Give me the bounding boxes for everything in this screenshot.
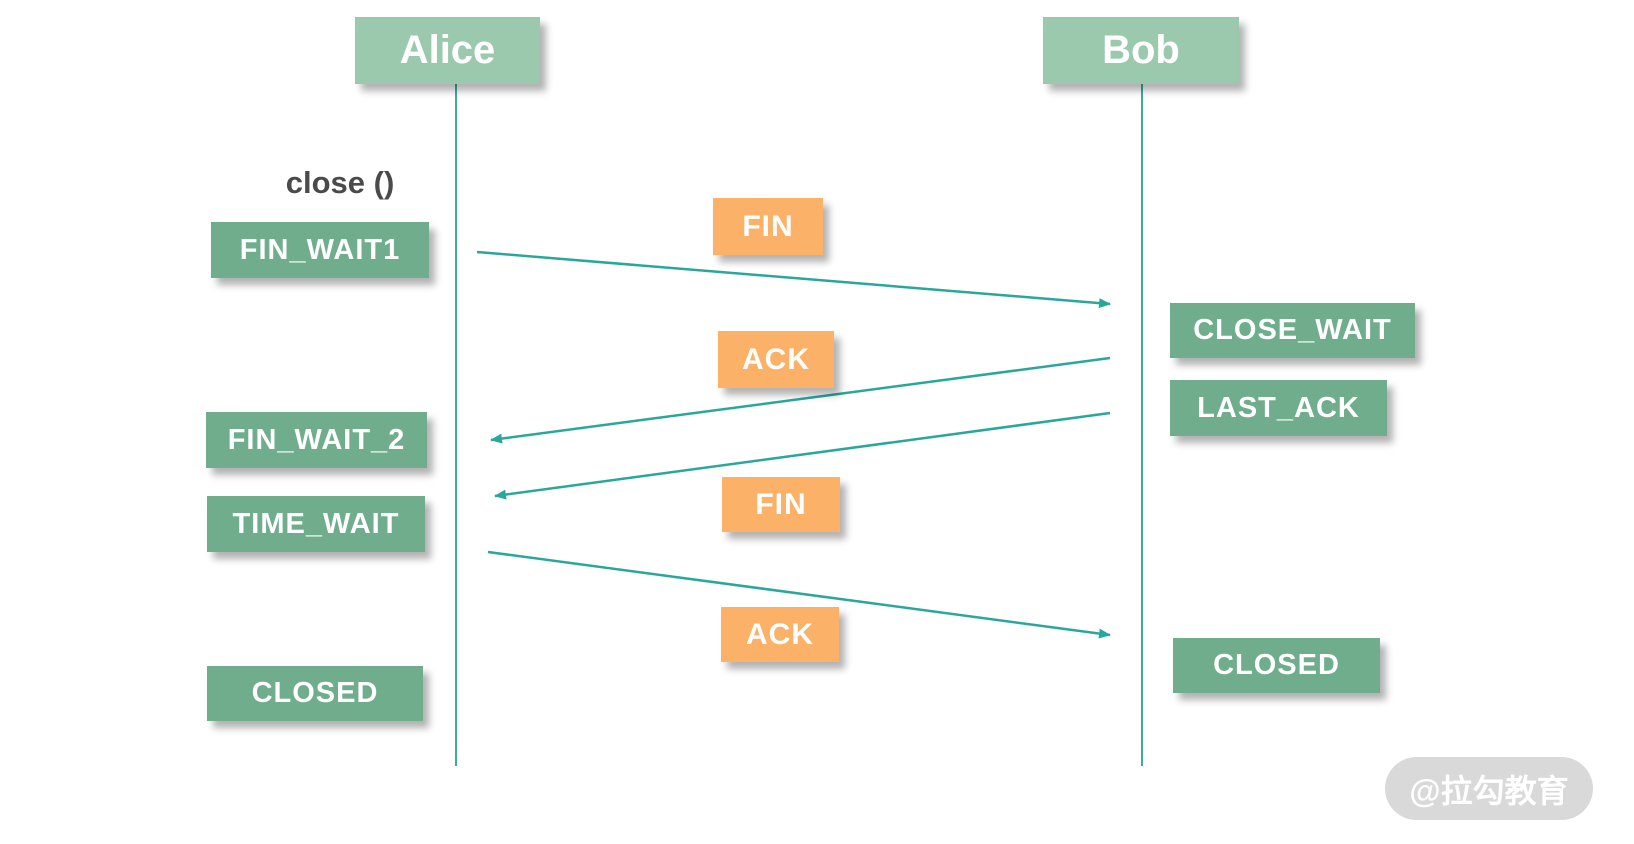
close-call-annotation: close () [285,165,395,200]
message-label-fin-1: FIN [713,198,823,255]
state-closed-alice: CLOSED [207,666,423,721]
ack-arrow-1 [490,356,1111,444]
state-fin-wait-2: FIN_WAIT_2 [206,412,427,468]
message-label-ack-1: ACK [718,331,834,388]
watermark-badge: @拉勾教育 [1385,757,1593,820]
state-time-wait: TIME_WAIT [207,496,425,552]
ack-arrow-2 [487,550,1111,639]
state-fin-wait1: FIN_WAIT1 [211,222,429,278]
message-label-fin-2: FIN [722,477,840,532]
fin-arrow-2 [494,411,1111,500]
state-close-wait: CLOSE_WAIT [1170,303,1415,358]
state-last-ack: LAST_ACK [1170,380,1387,436]
actor-alice: Alice [355,17,540,84]
fin-arrow-1 [476,250,1111,309]
state-closed-bob: CLOSED [1173,638,1380,693]
message-label-ack-2: ACK [721,607,839,662]
actor-bob: Bob [1043,17,1239,84]
